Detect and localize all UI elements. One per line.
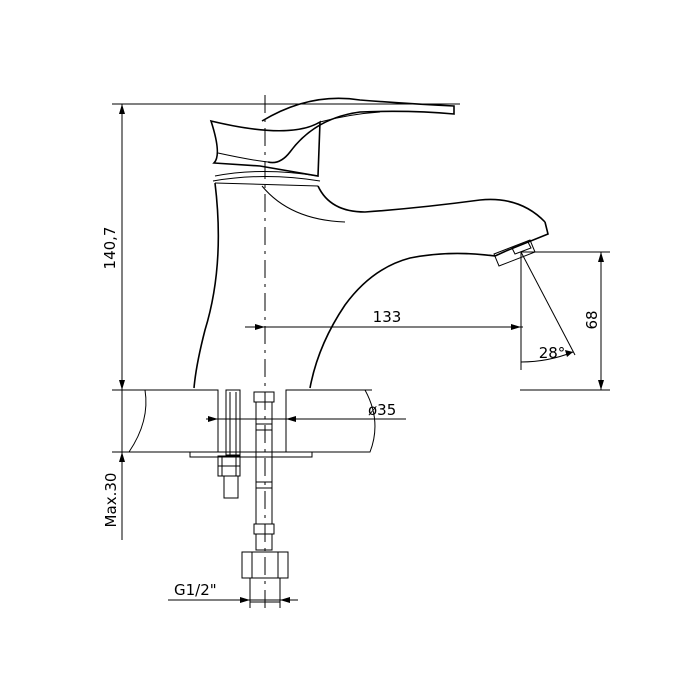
max-thickness-label: Max.30 xyxy=(102,473,120,528)
lever-handle xyxy=(209,97,455,177)
faucet-body xyxy=(193,171,549,389)
dimension-height: 140,7 xyxy=(101,103,460,390)
thread-label: G1/2" xyxy=(174,581,217,599)
dimension-reach: 133 xyxy=(245,252,523,370)
countertop-section xyxy=(112,389,376,453)
height-label: 140,7 xyxy=(101,227,119,270)
spout-height-label: 68 xyxy=(583,310,601,329)
dimension-max-thickness: Max.30 xyxy=(102,390,129,540)
dimension-angle: 28° xyxy=(520,251,576,363)
diameter-label: ø35 xyxy=(368,401,396,419)
mounting-stud xyxy=(217,389,241,499)
reach-label: 133 xyxy=(373,308,402,326)
dimension-thread: G1/2" xyxy=(168,578,298,608)
angle-label: 28° xyxy=(539,344,566,362)
dimension-diameter: ø35 xyxy=(206,390,406,452)
dimension-spout-height: 68 xyxy=(520,251,610,391)
mounting-plate xyxy=(189,451,313,458)
